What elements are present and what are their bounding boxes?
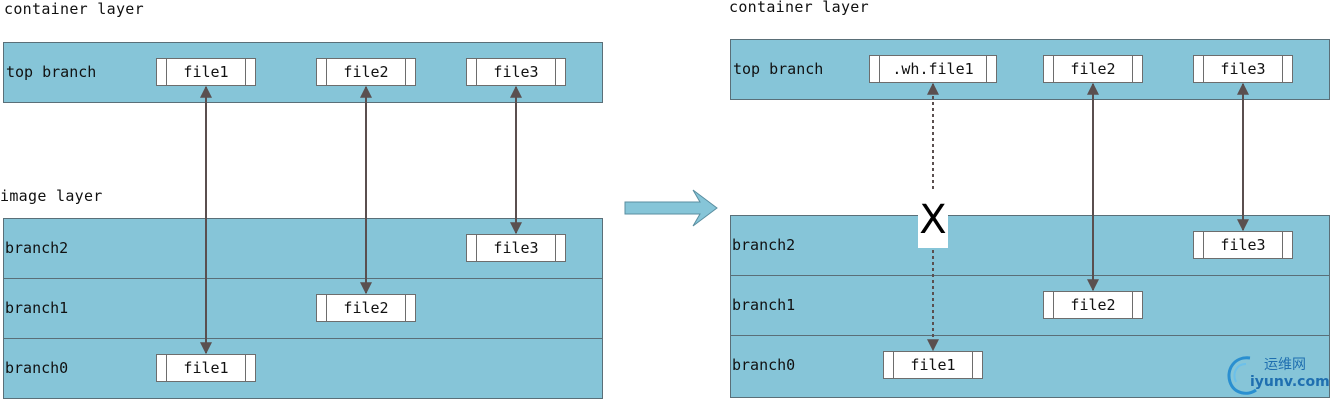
- right-top-branch-label: top branch: [733, 60, 824, 78]
- left-branch2-file3: file3: [466, 234, 566, 262]
- right-top-file3: file3: [1193, 55, 1293, 83]
- left-top-file3: file3: [466, 58, 566, 86]
- left-branch1-file2: file2: [316, 294, 416, 322]
- left-branch1-label: branch1: [5, 299, 69, 317]
- right-branch2-file3: file3: [1193, 231, 1293, 259]
- right-branch1-band: branch1: [730, 275, 1330, 336]
- watermark-swirl-icon: [1227, 356, 1257, 395]
- watermark-logo: 运维网 iyunv.com: [1222, 350, 1330, 398]
- blocked-x-mark: X: [918, 192, 948, 248]
- right-branch1-label: branch1: [732, 296, 796, 314]
- watermark-text-url: iyunv.com: [1250, 374, 1330, 390]
- left-branch1-band: branch1: [3, 278, 603, 339]
- watermark-text-cn: 运维网: [1264, 357, 1306, 373]
- left-branch2-band: branch2: [3, 218, 603, 279]
- right-container-layer-label: container layer: [729, 0, 869, 16]
- left-image-layer-label: image layer: [0, 187, 103, 205]
- left-branch0-label: branch0: [5, 359, 69, 377]
- right-top-file2: file2: [1043, 55, 1143, 83]
- left-branch0-band: branch0: [3, 338, 603, 399]
- right-branch0-file1: file1: [883, 351, 983, 379]
- transition-arrow: [624, 189, 718, 227]
- left-top-file1: file1: [156, 58, 256, 86]
- left-container-layer-label: container layer: [4, 0, 144, 18]
- right-branch1-file2: file2: [1043, 291, 1143, 319]
- left-top-file2: file2: [316, 58, 416, 86]
- right-branch2-label: branch2: [732, 236, 796, 254]
- right-top-whiteout-file1: .wh.file1: [869, 55, 997, 83]
- left-branch2-label: branch2: [5, 239, 69, 257]
- left-top-branch-label: top branch: [6, 63, 97, 81]
- right-branch0-label: branch0: [732, 356, 796, 374]
- left-branch0-file1: file1: [156, 354, 256, 382]
